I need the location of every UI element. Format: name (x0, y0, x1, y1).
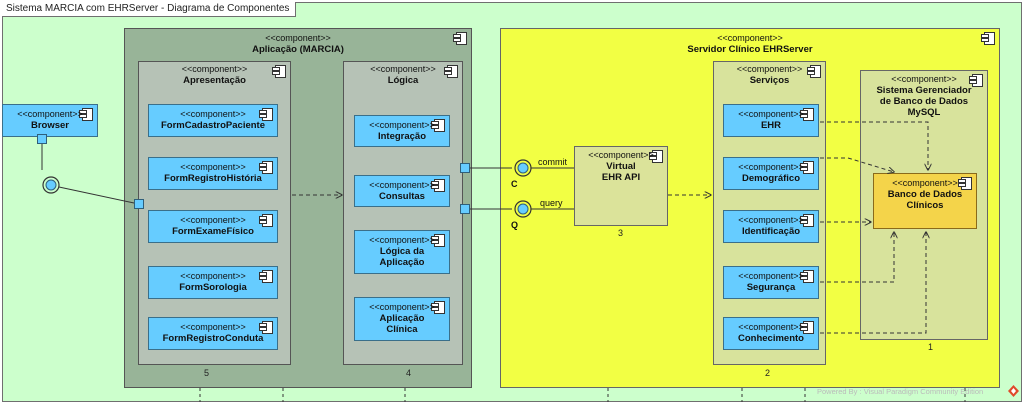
component-icon (431, 179, 445, 192)
browser-provided-ball (45, 179, 57, 191)
component-virtual-ehr-api[interactable]: <<component>> Virtual EHR API (574, 146, 668, 226)
servidor-name: Servidor Clínico EHRServer (687, 44, 813, 55)
component-icon (431, 119, 445, 132)
component-icon (431, 301, 445, 314)
query-label: query (540, 198, 563, 208)
demografico-banco-dependency (820, 157, 894, 172)
component-form-4[interactable]: <<component>>FormSorologia (148, 266, 278, 299)
apresentacao-port[interactable] (134, 199, 144, 209)
commit-interface-ball (517, 162, 529, 174)
component-icon (453, 32, 467, 45)
component-icon (800, 270, 814, 283)
servicos-multiplicity: 2 (765, 368, 771, 378)
component-icon (259, 321, 273, 334)
component-servico-identificacao[interactable]: <<component>>Identificação (723, 210, 819, 243)
component-icon (259, 214, 273, 227)
q-interface-label: Q (511, 220, 519, 230)
component-banco-dados-clinicos[interactable]: <<component>> Banco de Dados Clínicos (873, 173, 977, 229)
component-form-3[interactable]: <<component>>FormExameFísico (148, 210, 278, 243)
query-interface-ball (517, 203, 529, 215)
component-servico-ehr[interactable]: <<component>>EHR (723, 104, 819, 137)
apresentacao-multiplicity: 5 (204, 368, 210, 378)
seguranca-banco-dependency (820, 232, 894, 283)
component-icon (444, 65, 458, 78)
component-servico-conhecimento[interactable]: <<component>>Conhecimento (723, 317, 819, 350)
component-icon (807, 65, 821, 78)
diagram-title: Sistema MARCIA com EHRServer - Diagrama … (2, 2, 297, 17)
conhecimento-banco-dependency (820, 232, 926, 334)
visual-paradigm-logo-icon (1008, 385, 1019, 397)
logica-commit-port[interactable] (460, 163, 470, 173)
virtual-api-multiplicity: 3 (618, 228, 624, 238)
component-icon (272, 65, 286, 78)
component-integracao[interactable]: <<component>>Integração (354, 115, 450, 147)
logica-multiplicity: 4 (406, 368, 412, 378)
component-icon (981, 32, 995, 45)
component-form-5[interactable]: <<component>>FormRegistroConduta (148, 317, 278, 350)
component-icon (969, 74, 983, 87)
sgbd-multiplicity: 1 (928, 342, 934, 352)
logica-name: Lógica (387, 75, 419, 86)
component-consultas[interactable]: <<component>>Consultas (354, 175, 450, 207)
apresentacao-name: Apresentação (183, 75, 246, 86)
component-browser[interactable]: <<component>>Browser (2, 104, 98, 137)
powered-by-text: Powered By : Visual Paradigm Community E… (817, 387, 984, 396)
servicos-name: Serviços (749, 75, 790, 86)
component-icon (259, 108, 273, 121)
component-form-2[interactable]: <<component>>FormRegistroHistória (148, 157, 278, 190)
component-icon (259, 270, 273, 283)
commit-label: commit (538, 157, 567, 167)
c-interface-label: C (511, 179, 518, 189)
component-icon (800, 214, 814, 227)
component-icon (958, 177, 972, 190)
ehr-banco-dependency (820, 121, 928, 170)
component-icon (79, 108, 93, 121)
browser-apresentacao-link (58, 186, 135, 204)
browser-port[interactable] (37, 134, 47, 144)
component-icon (800, 321, 814, 334)
component-icon (649, 150, 663, 163)
aplicacao-name: Aplicação (MARCIA) (252, 44, 344, 55)
component-icon (800, 108, 814, 121)
logica-query-port[interactable] (460, 204, 470, 214)
component-icon (431, 234, 445, 247)
component-servico-demografico[interactable]: <<component>>Demográfico (723, 157, 819, 190)
component-icon (800, 161, 814, 174)
browser-required-socket (42, 176, 60, 194)
component-servico-seguranca[interactable]: <<component>>Segurança (723, 266, 819, 299)
component-icon (259, 161, 273, 174)
component-form-1[interactable]: <<component>>FormCadastroPaciente (148, 104, 278, 137)
